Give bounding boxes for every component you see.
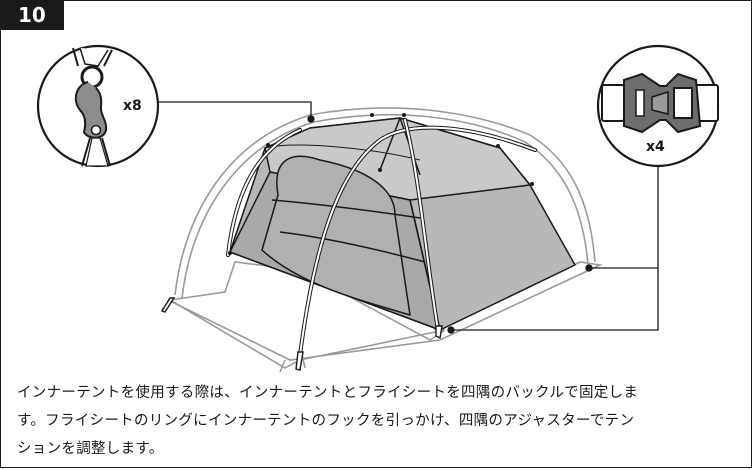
tent-poles [226, 118, 537, 357]
hook-ring-count: x8 [123, 98, 142, 114]
step-number-badge: 10 [0, 0, 64, 30]
buckle-count: x4 [646, 139, 665, 155]
hook-ring-icon [72, 47, 113, 167]
instruction-line: インナーテントを使用する際は、インナーテントとフライシートを四隅のバックルで固定… [17, 385, 639, 401]
buckle-leader [447, 166, 659, 334]
inner-tent [229, 117, 576, 331]
hook-ring-leader [158, 101, 315, 123]
attachment-points [228, 113, 534, 255]
buckle-icon [601, 72, 719, 134]
tent-stakes [160, 297, 443, 371]
hook-ring-callout: x8 [36, 44, 160, 168]
instruction-line: ションを調整します。 [17, 441, 164, 457]
instruction-line: す。フライシートのリングにインナーテントのフックを引っかけ、四隅のアジャスターで… [17, 413, 635, 429]
instruction-text: インナーテントを使用する際は、インナーテントとフライシートを四隅のバックルで固定… [17, 379, 745, 463]
buckle-callout: x4 [596, 44, 720, 168]
